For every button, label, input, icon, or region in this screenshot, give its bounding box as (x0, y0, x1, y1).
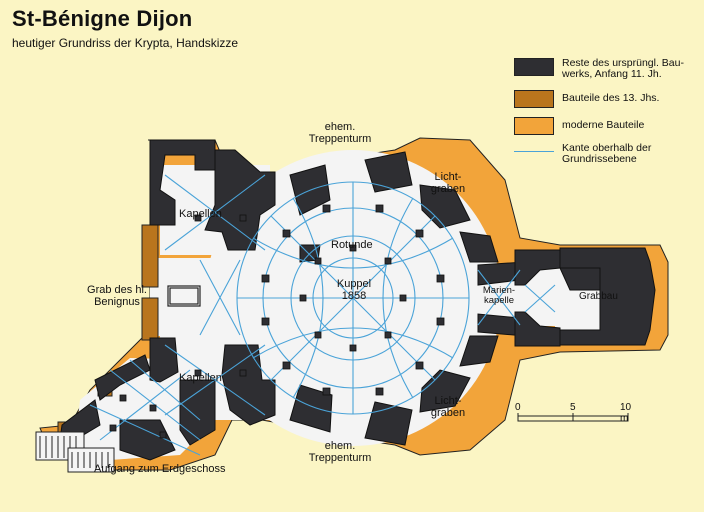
legend-swatch-edge (514, 143, 554, 161)
label-lichtgraben-bottom: Licht- graben (426, 395, 470, 419)
tomb (167, 285, 201, 307)
scale-tick-0: 0 (515, 402, 521, 413)
legend-label: Bauteile des 13. Jhs. (562, 92, 660, 104)
label-lichtgraben-top-line1: Licht- (434, 171, 462, 183)
label-treppenturm-bottom-line1: ehem. (324, 440, 356, 452)
label-grab-benignus: Grab des hl. Benignus (84, 284, 150, 308)
vault-edges (89, 174, 556, 456)
label-treppenturm-top-line2: Treppenturm (308, 133, 372, 145)
label-kapellen-top: Kapellen (179, 208, 222, 220)
legend-label: Kante oberhalb der Grundrissebene (562, 142, 652, 165)
label-grab-line2: Benignus (94, 296, 140, 308)
label-lichtgraben-top: Licht- graben (426, 171, 470, 195)
label-treppenturm-bottom-line2: Treppenturm (308, 452, 372, 464)
legend-item-original: Reste des ursprüngl. Bau-werks, Anfang 1… (514, 58, 704, 80)
label-grab-line1: Grab des hl. (87, 284, 147, 296)
label-marienkapelle-line2: kapelle (483, 295, 515, 306)
legend-swatch-original (514, 58, 554, 76)
legend-swatch-modern (514, 117, 554, 135)
label-marienkapelle: Marien- kapelle (476, 286, 522, 306)
label-treppenturm-top: ehem. Treppenturm (300, 121, 380, 145)
legend-swatch-century13 (514, 90, 554, 108)
diagram-title: St-Bénigne Dijon (12, 6, 193, 31)
label-aufgang: Aufgang zum Erdgeschoss (94, 463, 226, 475)
label-treppenturm-bottom: ehem. Treppenturm (300, 440, 380, 464)
label-kuppel-line1: Kuppel (336, 278, 372, 290)
columns (109, 204, 445, 439)
label-kapellen-bottom: Kapellen (179, 372, 222, 384)
label-lichtgraben-top-line2: graben (430, 183, 466, 195)
legend-item-edge: Kante oberhalb der Grundrissebene (514, 143, 704, 165)
scale-tick-5: 5 (570, 402, 576, 413)
original-parts (59, 139, 656, 461)
label-grabbau: Grabbau (579, 291, 618, 302)
legend-item-modern: moderne Bauteile (514, 117, 704, 135)
label-lichtgraben-bottom-line2: graben (430, 407, 466, 419)
label-rotunde: Rotunde (331, 239, 373, 251)
stairs (35, 431, 115, 473)
label-marienkapelle-line1: Marien- (482, 285, 516, 296)
label-lichtgraben-bottom-line1: Licht- (434, 395, 462, 407)
legend-item-century13: Bauteile des 13. Jhs. (514, 90, 704, 108)
legend-label: moderne Bauteile (562, 119, 645, 131)
label-kuppel-line2: 1858 (341, 290, 367, 302)
label-kuppel: Kuppel 1858 (330, 278, 378, 302)
scale-tick-10: 10 m (620, 402, 632, 424)
scale-bar (517, 413, 629, 422)
legend-label: Reste des ursprüngl. Bau-werks, Anfang 1… (562, 57, 684, 80)
diagram-subtitle: heutiger Grundriss der Krypta, Handskizz… (12, 36, 239, 50)
label-treppenturm-top-line1: ehem. (324, 121, 356, 133)
